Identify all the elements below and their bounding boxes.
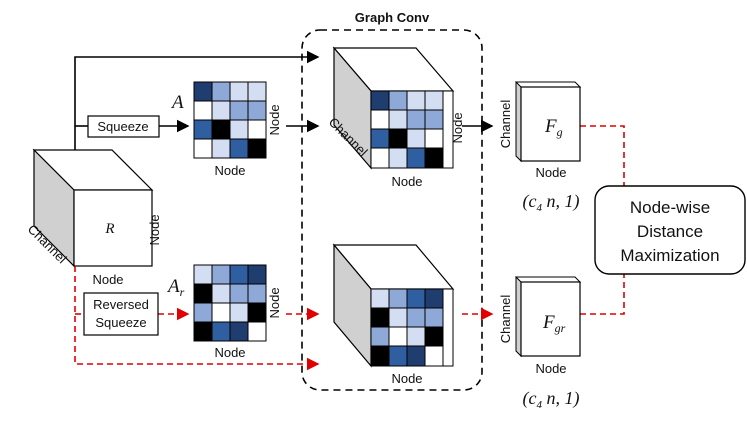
matrix-a-symbol: A (170, 92, 184, 113)
dashed-arrows (74, 125, 625, 371)
feature-cube-r: R Node Node Channel (25, 148, 162, 287)
fg-node: Node (535, 165, 566, 180)
feature-label-r: R (104, 221, 114, 237)
gc-top-node-bottom: Node (391, 174, 422, 189)
matrix-a-node-right: Node (267, 104, 282, 135)
matrix-a-node-bottom: Node (214, 163, 245, 178)
gc-cube-bottom: Node (332, 243, 455, 386)
squeeze-button[interactable] (87, 115, 160, 138)
fgr-symbol: Fgr (542, 312, 566, 335)
fgr-node: Node (535, 361, 566, 376)
output-fgr: Fgr Channel Node (c4 n, 1) (498, 276, 582, 411)
output-fg: Fg Channel Node (c4 n, 1) (498, 81, 582, 214)
maximization-box (594, 185, 746, 275)
matrix-ar-symbol: Ar (166, 276, 185, 299)
gc-bottom-node-bottom: Node (391, 371, 422, 386)
cube-r-node-right: Node (147, 214, 162, 245)
graph-conv-frame (301, 29, 483, 391)
cube-r-node-bottom: Node (92, 272, 123, 287)
fgr-dim: (c4 n, 1) (523, 388, 580, 411)
matrix-ar-node-bottom: Node (214, 345, 245, 360)
maximization-line1: Node-wise (630, 198, 710, 217)
matrix-a: A Node Node (170, 81, 282, 178)
fg-dim: (c4 n, 1) (523, 191, 580, 214)
matrix-ar-node-right: Node (267, 287, 282, 318)
solid-arrows (74, 50, 494, 150)
reversed-squeeze-line2: Squeeze (95, 315, 146, 330)
fgr-channel: Channel (498, 295, 513, 344)
fg-symbol: Fg (544, 116, 563, 139)
graph-conv-title: Graph Conv (355, 10, 430, 25)
reversed-squeeze-button[interactable] (83, 292, 159, 336)
maximization-line3: Maximization (620, 246, 719, 265)
gc-cube-top: Node Node Channel (326, 46, 465, 189)
squeeze-label: Squeeze (97, 119, 148, 134)
maximization-line2: Distance (637, 222, 703, 241)
matrix-ar: Ar Node Node (166, 264, 282, 360)
fg-channel: Channel (498, 100, 513, 149)
gc-top-node-right: Node (450, 112, 465, 143)
reversed-squeeze-line1: Reversed (93, 297, 149, 312)
